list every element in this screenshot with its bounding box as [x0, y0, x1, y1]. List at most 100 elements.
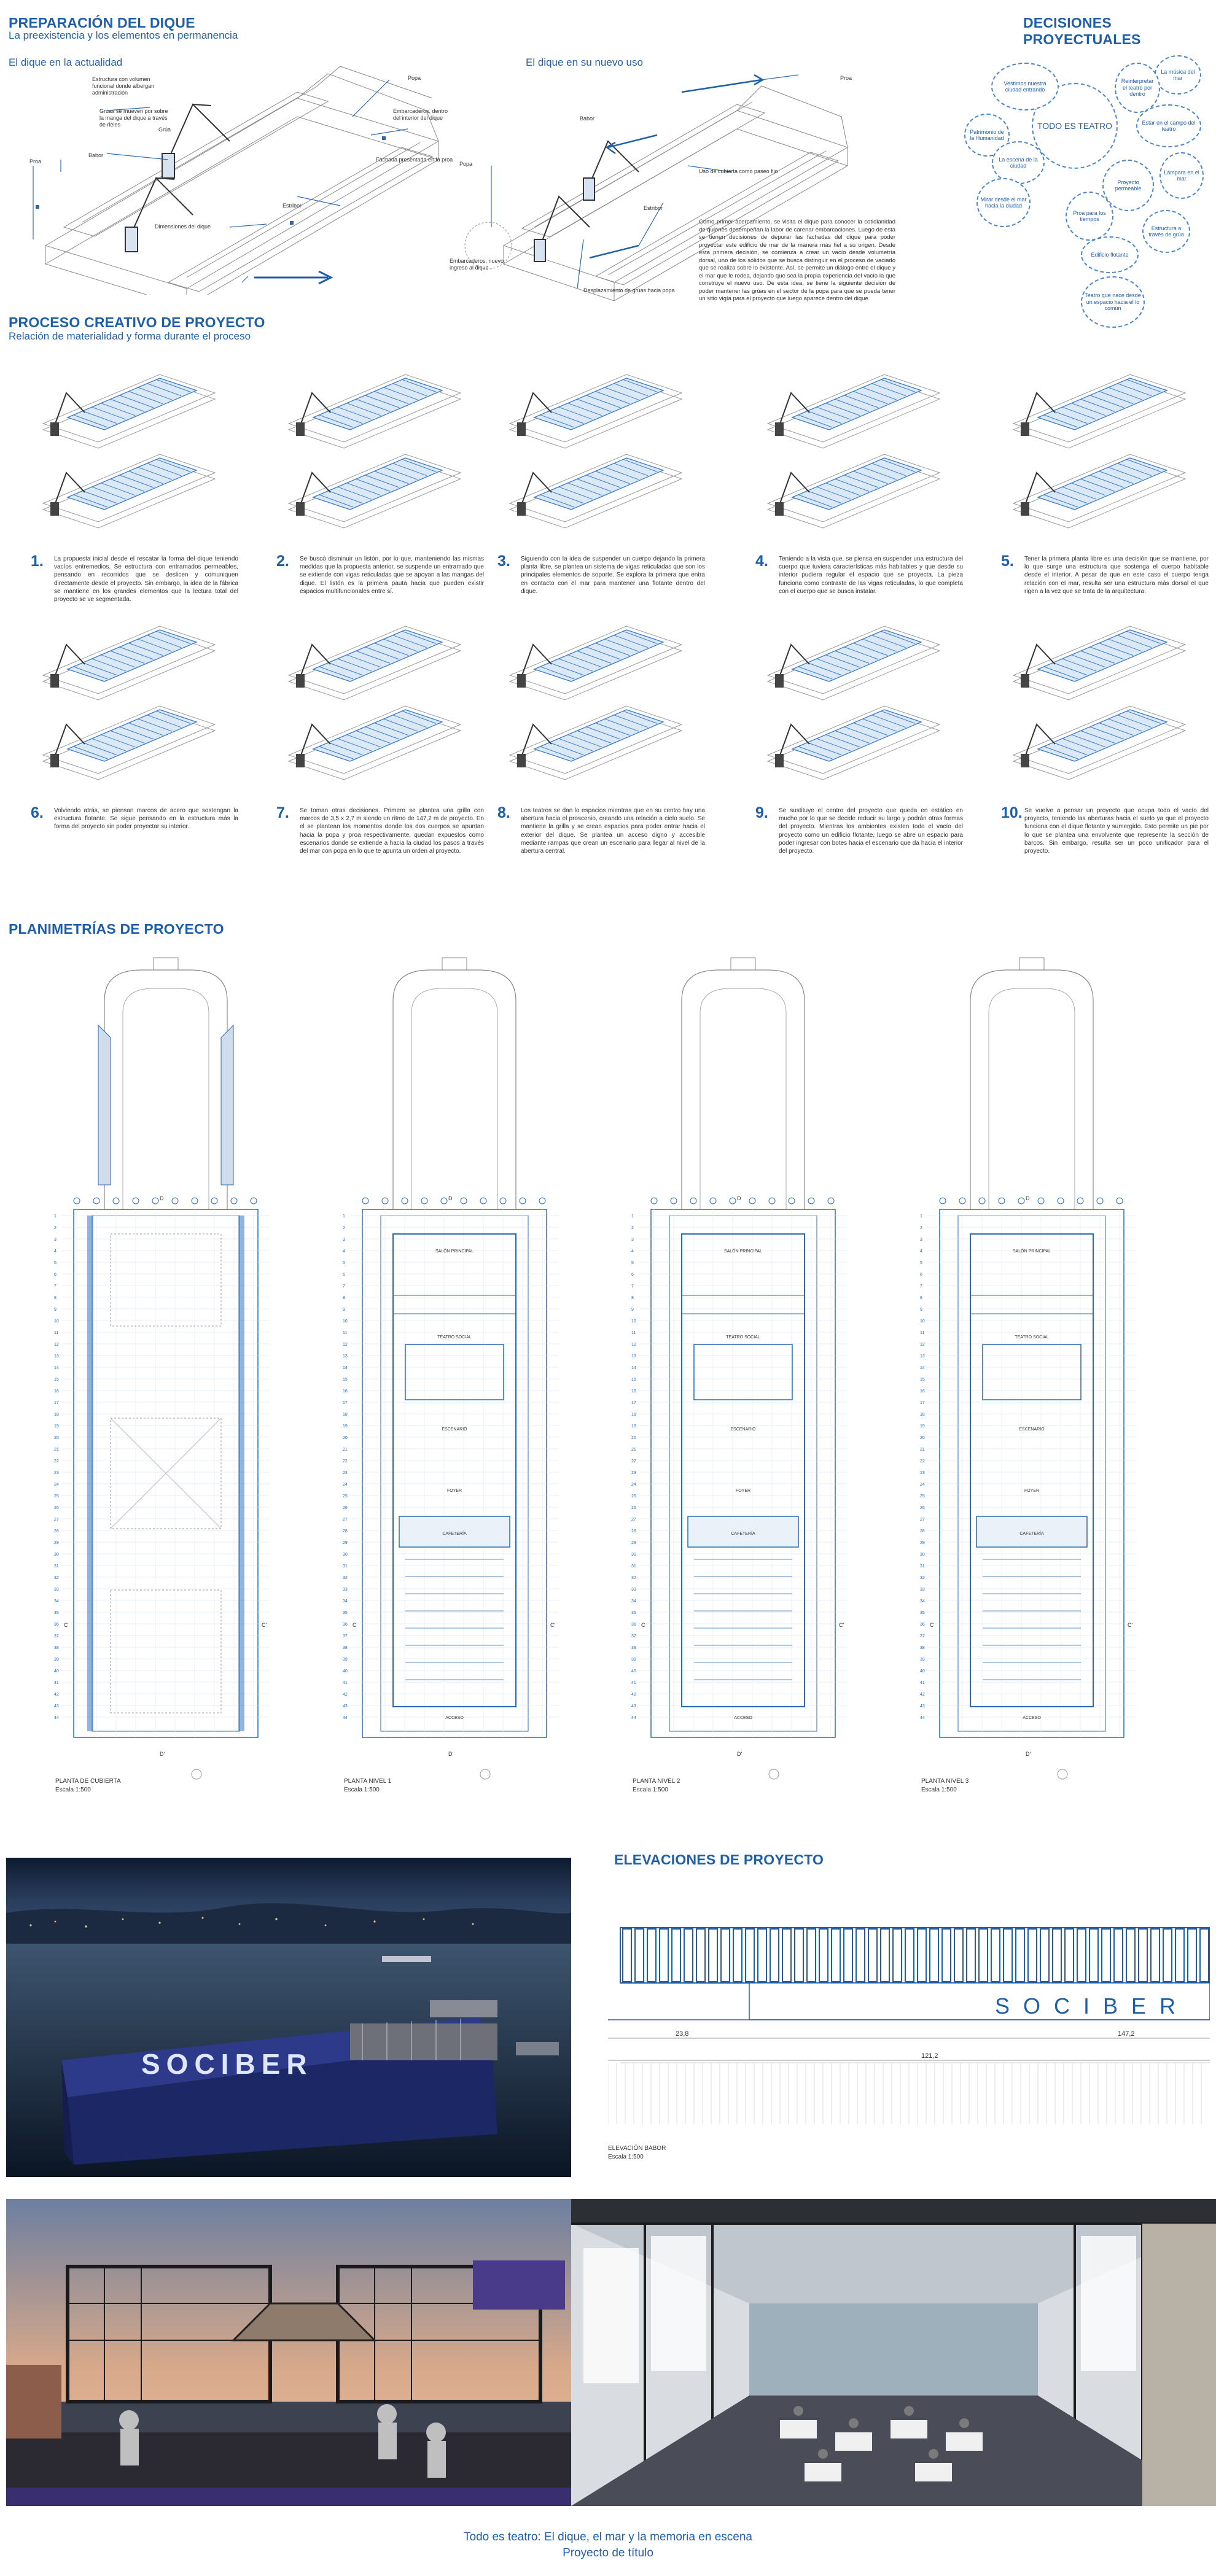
svg-text:39: 39 — [631, 1658, 636, 1662]
svg-text:18: 18 — [54, 1413, 59, 1417]
svg-text:42: 42 — [343, 1693, 348, 1697]
svg-text:37: 37 — [631, 1634, 636, 1639]
svg-text:1: 1 — [54, 1214, 57, 1219]
svg-text:20: 20 — [343, 1436, 348, 1440]
section-title-proceso: PROCESO CREATIVO DE PROYECTO — [9, 314, 265, 330]
step-number: 1. — [31, 553, 44, 570]
svg-text:C': C' — [839, 1622, 844, 1628]
svg-text:2: 2 — [920, 1226, 922, 1230]
step-text: Se toman otras decisiones. Primero se pl… — [300, 807, 484, 855]
svg-text:21: 21 — [343, 1448, 348, 1452]
step-number: 4. — [755, 553, 768, 570]
label-right-popa: Popa — [459, 161, 473, 167]
elevation-caption-scale: Escala 1:500 — [608, 2154, 644, 2160]
elevation-brand-text: SOCIBER — [995, 1993, 1189, 2019]
label-right-proa: Proa — [840, 75, 852, 81]
svg-text:25: 25 — [631, 1494, 636, 1499]
svg-text:37: 37 — [343, 1634, 348, 1639]
svg-text:FOYER: FOYER — [447, 1489, 462, 1493]
svg-text:D': D' — [1026, 1751, 1031, 1757]
section-title-elevaciones: ELEVACIONES DE PROYECTO — [614, 1852, 824, 1868]
label-right-babor: Babor — [580, 115, 595, 122]
svg-text:TEATRO SOCIAL: TEATRO SOCIAL — [726, 1335, 760, 1340]
plan-scale: Escala 1:500 — [55, 1787, 91, 1793]
svg-text:30: 30 — [343, 1553, 348, 1557]
svg-text:38: 38 — [631, 1646, 636, 1650]
svg-text:28: 28 — [631, 1529, 636, 1534]
svg-text:15: 15 — [631, 1378, 636, 1382]
svg-text:C: C — [641, 1622, 645, 1628]
svg-text:36: 36 — [631, 1623, 636, 1627]
label-grua-movimiento: Grúas se mueven por sobre la manga del d… — [99, 108, 168, 128]
svg-text:16: 16 — [54, 1389, 59, 1394]
svg-text:7: 7 — [54, 1284, 57, 1289]
svg-text:1: 1 — [631, 1214, 634, 1219]
svg-text:18: 18 — [920, 1413, 925, 1417]
svg-text:41: 41 — [920, 1681, 925, 1685]
svg-text:26: 26 — [343, 1506, 348, 1510]
dim-total: 121,2 — [921, 2052, 938, 2060]
svg-text:30: 30 — [631, 1553, 636, 1557]
svg-text:38: 38 — [54, 1646, 59, 1650]
step-drawing — [287, 626, 462, 780]
svg-text:14: 14 — [343, 1366, 348, 1370]
plan-scale: Escala 1:500 — [921, 1787, 957, 1793]
svg-text:2: 2 — [54, 1226, 57, 1230]
svg-text:D: D — [1026, 1195, 1030, 1201]
floor-plan-drawing: 1234567891011121314151617181920212223242… — [631, 957, 848, 1780]
bubble-6: Mirar desde el mar hacia la ciudad — [976, 178, 1031, 227]
svg-text:27: 27 — [54, 1518, 59, 1522]
svg-text:28: 28 — [343, 1529, 348, 1534]
step-drawing — [766, 626, 941, 780]
svg-text:38: 38 — [920, 1646, 925, 1650]
svg-text:31: 31 — [343, 1564, 348, 1569]
svg-text:C': C' — [262, 1622, 267, 1628]
render-exterior-night-image: SOCIBER — [6, 1858, 571, 2177]
label-grua: Grúa — [158, 126, 171, 133]
svg-text:30: 30 — [920, 1553, 925, 1557]
svg-text:17: 17 — [631, 1401, 636, 1405]
svg-text:23: 23 — [920, 1471, 925, 1475]
svg-text:4: 4 — [54, 1249, 57, 1254]
svg-text:17: 17 — [54, 1401, 59, 1405]
elevacion-babor-drawing: SOCIBER 23,8 147,2 121,2 — [608, 1927, 1210, 2124]
floor-plan-drawing: 1234567891011121314151617181920212223242… — [54, 957, 270, 1780]
svg-text:43: 43 — [54, 1704, 59, 1709]
step-number: 9. — [755, 804, 768, 821]
svg-text:12: 12 — [920, 1343, 925, 1347]
step-text: La propuesta inicial desde el rescatar l… — [54, 556, 238, 603]
svg-text:31: 31 — [631, 1564, 636, 1569]
svg-text:7: 7 — [920, 1284, 922, 1289]
svg-text:19: 19 — [920, 1424, 925, 1429]
svg-text:12: 12 — [631, 1343, 636, 1347]
step-number: 5. — [1001, 553, 1014, 570]
bubble-5: Estar en el campo del teatro — [1136, 104, 1201, 147]
plan-name: PLANTA NIVEL 3 — [921, 1778, 969, 1785]
svg-text:42: 42 — [920, 1693, 925, 1697]
label-babor: Babor — [88, 152, 104, 158]
svg-text:2: 2 — [631, 1226, 634, 1230]
right-drawing-title: El dique en su nuevo uso — [526, 56, 643, 68]
svg-text:C: C — [930, 1622, 934, 1628]
label-popa: Popa — [408, 75, 421, 81]
svg-text:26: 26 — [920, 1506, 925, 1510]
left-drawing-title: El dique en la actualidad — [9, 56, 123, 68]
step-drawing — [42, 374, 216, 529]
svg-text:5: 5 — [631, 1261, 634, 1265]
svg-text:34: 34 — [920, 1599, 925, 1604]
section-title-planimetrias: PLANIMETRÍAS DE PROYECTO — [9, 921, 224, 937]
section-subtitle-preparacion: La preexistencia y los elementos en perm… — [9, 29, 238, 41]
svg-text:9: 9 — [631, 1308, 634, 1312]
floor-plan-drawing: 1234567891011121314151617181920212223242… — [343, 957, 559, 1780]
svg-text:10: 10 — [54, 1319, 59, 1324]
svg-text:10: 10 — [920, 1319, 925, 1324]
svg-text:32: 32 — [54, 1576, 59, 1580]
svg-text:27: 27 — [631, 1518, 636, 1522]
svg-text:31: 31 — [54, 1564, 59, 1569]
svg-text:34: 34 — [54, 1599, 59, 1604]
step-text: Se buscó disminuir un listón, por lo que… — [300, 556, 484, 595]
dique-nuevo-uso-drawing — [464, 74, 849, 301]
svg-text:24: 24 — [343, 1483, 348, 1487]
bubble-4: La escena de la ciudad — [992, 141, 1045, 184]
step-text: Se sustituye el centro del proyecto que … — [779, 807, 963, 855]
